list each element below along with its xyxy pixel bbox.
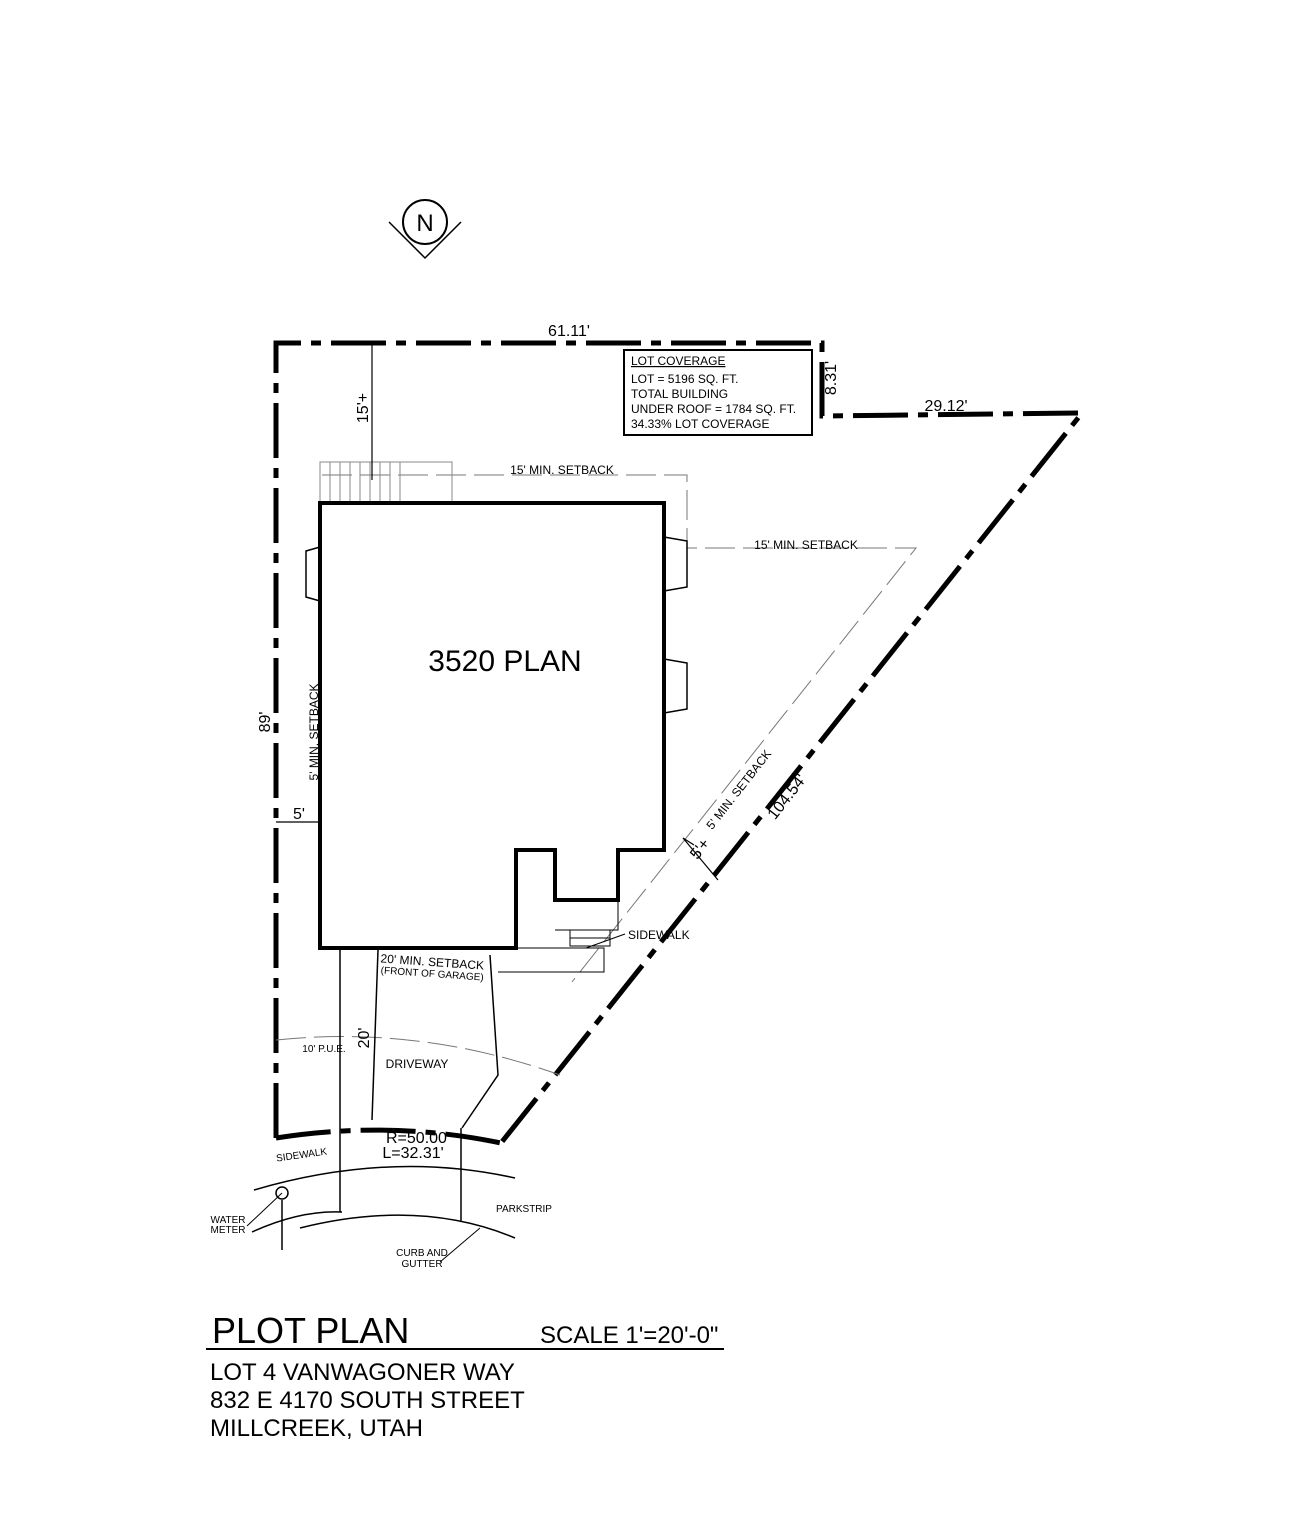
setback-rear-label: 15' MIN. SETBACK bbox=[510, 463, 614, 477]
pue-label: 10' P.U.E. bbox=[302, 1044, 345, 1055]
coverage-line-2: TOTAL BUILDING bbox=[631, 387, 728, 401]
curb-label-1: CURB AND bbox=[396, 1248, 448, 1259]
building-label: 3520 PLAN bbox=[428, 645, 581, 678]
rear-deck bbox=[319, 461, 453, 505]
coverage-line-1: LOT = 5196 SQ. FT. bbox=[631, 372, 739, 386]
dim-rear-setback: 15'+ bbox=[355, 393, 372, 423]
driveway bbox=[371, 949, 499, 1129]
sidewalk-front-label: SIDEWALK bbox=[628, 928, 690, 942]
sidewalk-street-label: SIDEWALK bbox=[275, 1146, 328, 1164]
building-footprint bbox=[318, 501, 666, 950]
lot-boundary bbox=[273, 340, 1088, 1146]
water-meter-label-1: WATER bbox=[211, 1215, 246, 1226]
bay-windows bbox=[305, 536, 688, 714]
setback-side-label: 5' MIN. SETBACK bbox=[307, 684, 321, 781]
dim-diag-setback: 5'+ bbox=[687, 836, 714, 863]
north-arrow-icon: N bbox=[388, 199, 462, 260]
scale-label: SCALE 1'=20'-0" bbox=[540, 1322, 718, 1349]
water-meter-label-2: METER bbox=[211, 1225, 246, 1236]
address-line-2: 832 E 4170 SOUTH STREET bbox=[210, 1387, 525, 1414]
setback-lines bbox=[275, 474, 918, 1076]
curve-radius: R=50.00' bbox=[386, 1130, 450, 1147]
curb-label-2: GUTTER bbox=[401, 1259, 442, 1270]
coverage-title: LOT COVERAGE bbox=[631, 354, 725, 368]
street-frontage bbox=[251, 948, 516, 1250]
dim-top-right: 29.12' bbox=[924, 398, 967, 415]
coverage-line-3: UNDER ROOF = 1784 SQ. FT. bbox=[631, 402, 796, 416]
dim-notch: 8.31' bbox=[823, 361, 840, 395]
svg-text:N: N bbox=[416, 210, 433, 237]
driveway-label: DRIVEWAY bbox=[386, 1057, 449, 1071]
address-line-1: LOT 4 VANWAGONER WAY bbox=[210, 1359, 515, 1386]
dim-top: 61.11' bbox=[548, 323, 590, 340]
coverage-line-4: 34.33% LOT COVERAGE bbox=[631, 417, 770, 431]
dim-driveway: 20' bbox=[356, 1028, 373, 1049]
dim-side: 5' bbox=[293, 806, 305, 823]
lot-coverage-box: LOT COVERAGE LOT = 5196 SQ. FT. TOTAL BU… bbox=[623, 349, 813, 436]
dimension-lines bbox=[276, 343, 719, 881]
front-porch bbox=[498, 899, 619, 973]
parkstrip-label: PARKSTRIP bbox=[496, 1204, 552, 1215]
setback-right-label: 15' MIN. SETBACK bbox=[754, 538, 858, 552]
dim-left: 89' bbox=[257, 712, 274, 733]
setback-diag-label: 5' MIN. SETBACK bbox=[703, 747, 774, 832]
curve-length: L=32.31' bbox=[382, 1145, 443, 1162]
plot-plan-title: PLOT PLAN bbox=[212, 1310, 409, 1351]
title-block: PLOT PLAN SCALE 1'=20'-0" LOT 4 VANWAGON… bbox=[206, 1310, 724, 1442]
address-line-3: MILLCREEK, UTAH bbox=[210, 1415, 423, 1442]
leader-lines bbox=[246, 933, 626, 1263]
